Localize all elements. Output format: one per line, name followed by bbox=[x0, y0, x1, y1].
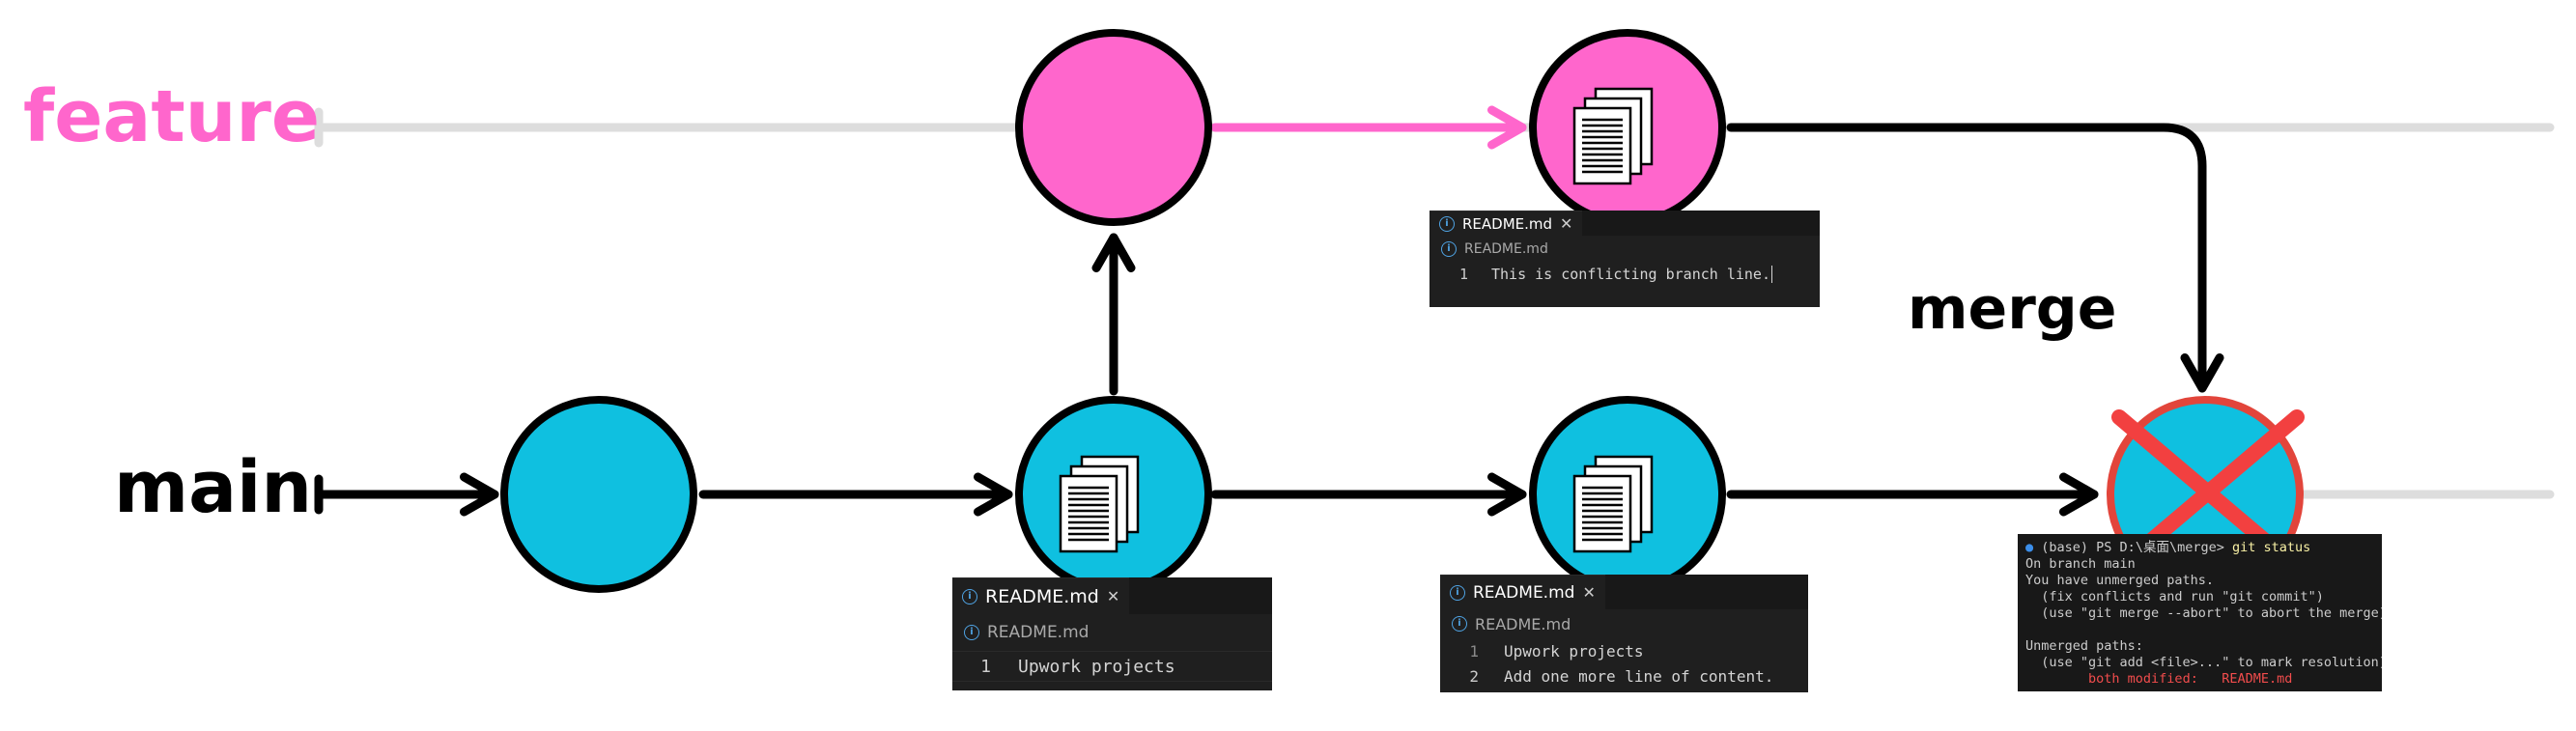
main-readme-editor-2: i README.md ✕ i README.md 1 Upwork proje… bbox=[1440, 575, 1808, 692]
prompt-dot-icon: ● bbox=[2025, 540, 2034, 555]
breadcrumb-label: README.md bbox=[1464, 241, 1548, 257]
code-text: This is conflicting branch line. bbox=[1491, 266, 1770, 283]
feature-branch-label: feature bbox=[23, 75, 321, 158]
code-text: Upwork projects bbox=[1504, 641, 1644, 661]
terminal-output-line: (use "git add <file>..." to mark resolut… bbox=[2025, 655, 2382, 670]
editor-tab-label: README.md bbox=[985, 585, 1099, 607]
terminal-prompt: (base) PS D:\桌面\merge> bbox=[2041, 540, 2224, 555]
conflict-file: README.md bbox=[2222, 671, 2293, 687]
main-readme-editor-1: i README.md ✕ i README.md 1 Upwork proje… bbox=[952, 577, 1272, 690]
terminal-command: git status bbox=[2231, 540, 2311, 555]
line-number: 1 bbox=[1458, 266, 1468, 283]
code-text: Upwork projects bbox=[1018, 656, 1175, 677]
terminal-output-line: Unmerged paths: bbox=[2025, 638, 2143, 654]
code-line[interactable]: 2 Add one more line of content. bbox=[1440, 663, 1808, 689]
code-line[interactable]: 1 Upwork projects bbox=[952, 651, 1272, 682]
editor-tab[interactable]: i README.md ✕ bbox=[1440, 575, 1605, 609]
breadcrumb-label: README.md bbox=[987, 623, 1090, 642]
file-stack-icon bbox=[1572, 455, 1654, 553]
close-icon[interactable]: ✕ bbox=[1560, 214, 1573, 233]
feature-commit-1 bbox=[1015, 29, 1212, 226]
code-text: Add one more line of content. bbox=[1504, 666, 1774, 686]
line-number: 1 bbox=[1469, 641, 1479, 661]
file-stack-icon bbox=[1059, 455, 1140, 553]
info-icon: i bbox=[1439, 215, 1455, 232]
info-icon: i bbox=[1452, 616, 1467, 632]
breadcrumb[interactable]: i README.md bbox=[1440, 609, 1808, 638]
text-cursor bbox=[1770, 266, 1772, 283]
close-icon[interactable]: ✕ bbox=[1582, 583, 1596, 602]
terminal-output-line: On branch main bbox=[2025, 556, 2136, 572]
editor-tab[interactable]: i README.md ✕ bbox=[1430, 211, 1583, 236]
git-status-terminal[interactable]: ● (base) PS D:\桌面\merge> git status On b… bbox=[2018, 534, 2382, 691]
terminal-output-line: (fix conflicts and run "git commit") bbox=[2025, 589, 2324, 604]
editor-tab-label: README.md bbox=[1473, 582, 1575, 603]
info-icon: i bbox=[1450, 584, 1465, 601]
merge-label: merge bbox=[1908, 275, 2117, 343]
editor-tab-label: README.md bbox=[1462, 214, 1553, 233]
close-icon[interactable]: ✕ bbox=[1106, 587, 1120, 605]
breadcrumb[interactable]: i README.md bbox=[952, 614, 1272, 651]
terminal-prompt-line: ● (base) PS D:\桌面\merge> git status bbox=[2025, 540, 2374, 556]
line-number: 1 bbox=[980, 656, 991, 677]
editor-tab[interactable]: i README.md ✕ bbox=[952, 577, 1130, 614]
info-icon: i bbox=[1441, 241, 1457, 257]
conflict-status: both modified: bbox=[2088, 671, 2198, 687]
terminal-output-line: You have unmerged paths. bbox=[2025, 573, 2215, 588]
merge-arrow bbox=[1726, 123, 2224, 393]
breadcrumb[interactable]: i README.md bbox=[1430, 236, 1820, 263]
feature-readme-editor: i README.md ✕ i README.md 1 This is conf… bbox=[1430, 211, 1820, 307]
info-icon: i bbox=[962, 588, 977, 604]
main-commit-1 bbox=[500, 396, 697, 593]
terminal-output-line bbox=[2025, 622, 2374, 638]
breadcrumb-label: README.md bbox=[1475, 614, 1571, 633]
info-icon: i bbox=[964, 625, 979, 640]
terminal-conflict-line: both modified: README.md bbox=[2025, 671, 2374, 688]
main-branch-label: main bbox=[114, 446, 313, 529]
code-line[interactable]: 1 Upwork projects bbox=[1440, 638, 1808, 663]
code-line[interactable]: 1 This is conflicting branch line. bbox=[1430, 263, 1820, 286]
line-number: 2 bbox=[1469, 666, 1479, 686]
terminal-output-line: (use "git merge --abort" to abort the me… bbox=[2025, 605, 2382, 621]
file-stack-icon bbox=[1572, 87, 1654, 185]
